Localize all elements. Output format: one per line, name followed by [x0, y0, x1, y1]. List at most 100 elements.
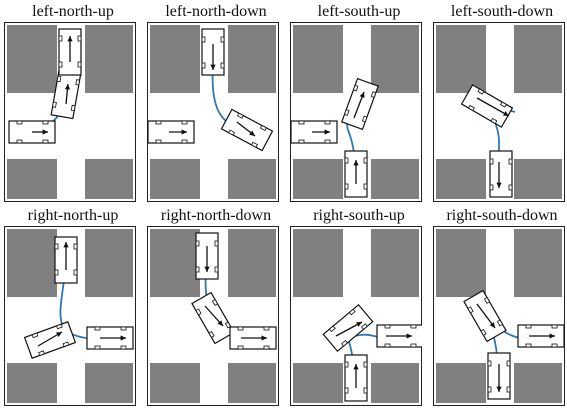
vehicle-wheel: [410, 343, 417, 348]
city-block: [7, 229, 57, 297]
vehicle-wheel: [363, 183, 368, 190]
scenario-panel: left-south-down: [433, 0, 567, 204]
heading-arrow-head: [210, 64, 216, 70]
vehicle-wheel: [324, 139, 331, 144]
heading-arrow-head: [181, 129, 187, 135]
city-block: [7, 159, 57, 199]
intersection-diagram: [147, 22, 279, 202]
vehicle: [191, 291, 235, 345]
heading-arrow-head: [204, 266, 210, 272]
vehicle-body: [322, 303, 374, 353]
vehicle-wheel: [208, 330, 215, 338]
vehicle-wheel: [263, 326, 270, 331]
vehicle-wheel: [155, 139, 162, 144]
vehicle-wheel: [42, 139, 49, 144]
panel-title: left-north-up: [32, 3, 114, 20]
city-block: [85, 159, 133, 199]
intersection-diagram: [290, 22, 422, 202]
vehicle-wheel: [220, 36, 225, 43]
vehicle-wheel: [348, 308, 356, 316]
vehicle-wheel: [490, 117, 498, 125]
panel-title: right-south-up: [313, 207, 405, 224]
vehicle-wheel: [75, 79, 81, 86]
vehicle-wheel: [58, 35, 63, 42]
vehicle-wheel: [361, 323, 368, 330]
vehicle-wheel: [361, 115, 368, 123]
vehicle-wheel: [508, 184, 513, 191]
vehicle-wheel: [228, 129, 235, 136]
vehicle-wheel: [551, 324, 558, 329]
vehicle-wheel: [54, 243, 59, 250]
city-block: [436, 159, 486, 199]
vehicle-wheel: [155, 120, 162, 125]
vehicle-wheel: [77, 61, 82, 68]
vehicle: [322, 303, 374, 353]
vehicle-wheel: [73, 269, 78, 276]
heading-arrow-head: [359, 92, 365, 98]
vehicle-wheel: [195, 266, 200, 273]
vehicle-wheel: [38, 350, 45, 356]
vehicle-wheel: [344, 109, 350, 116]
heading-arrow-shaft: [476, 97, 510, 117]
vehicle-wheel: [324, 120, 331, 125]
heading-arrow-head: [406, 333, 412, 339]
intersection-diagram: [4, 22, 136, 202]
vehicle: [463, 289, 507, 343]
heading-arrow-head: [503, 111, 509, 116]
vehicle-wheel: [31, 332, 39, 339]
vehicle-wheel: [251, 141, 258, 148]
vehicle-wheel: [220, 62, 225, 69]
vehicle-wheel: [195, 240, 200, 247]
vehicle-wheel: [410, 324, 417, 329]
panel-title: left-south-down: [450, 3, 554, 20]
vehicle-wheel: [489, 184, 494, 191]
vehicle-body: [463, 289, 507, 343]
vehicle-wheel: [73, 243, 78, 250]
heading-arrow-head: [496, 386, 502, 392]
heading-arrow-head: [353, 160, 359, 166]
vehicle-wheel: [363, 157, 368, 164]
vehicle-wheel: [384, 324, 391, 329]
vehicle-wheel: [236, 112, 244, 119]
vehicle-wheel: [214, 240, 219, 247]
vehicle-wheel: [496, 319, 504, 327]
vehicle: [460, 84, 514, 128]
vehicle-wheel: [344, 183, 349, 190]
scenario-panel: left-north-up: [4, 0, 142, 204]
vehicle-wheel: [70, 104, 76, 112]
intersection-diagram: [147, 226, 279, 406]
vehicle-wheel: [467, 306, 474, 314]
vehicle-wheel: [344, 157, 349, 164]
heading-arrow-head: [496, 182, 502, 188]
vehicle-wheel: [237, 326, 244, 331]
panel-title: right-north-up: [27, 207, 119, 224]
vehicle: [23, 321, 77, 359]
city-block: [85, 363, 133, 403]
panel-title: right-north-down: [160, 207, 272, 224]
city-block: [436, 229, 486, 297]
heading-arrow-head: [63, 242, 69, 248]
vehicle-wheel: [506, 386, 511, 393]
vehicle-wheel: [328, 325, 336, 333]
heading-arrow-head: [249, 130, 255, 136]
vehicle-wheel: [298, 139, 305, 144]
heading-arrow-head: [56, 332, 62, 337]
vehicle-wheel: [483, 296, 491, 304]
vehicle-wheel: [77, 35, 82, 42]
vehicle: [50, 68, 82, 120]
vehicle-wheel: [370, 91, 377, 98]
vehicle-wheel: [54, 269, 59, 276]
vehicle-wheel: [214, 266, 219, 273]
panel-title: left-north-down: [165, 3, 267, 20]
vehicle-wheel: [489, 158, 494, 165]
vehicle-wheel: [499, 101, 507, 108]
vehicle-wheel: [42, 120, 49, 125]
city-block: [150, 25, 200, 93]
vehicle-wheel: [525, 324, 532, 329]
heading-arrow-head: [217, 320, 223, 326]
city-block: [293, 229, 343, 297]
heading-arrow-head: [549, 333, 555, 339]
vehicle-wheel: [467, 104, 475, 112]
vehicle-wheel: [224, 321, 232, 329]
